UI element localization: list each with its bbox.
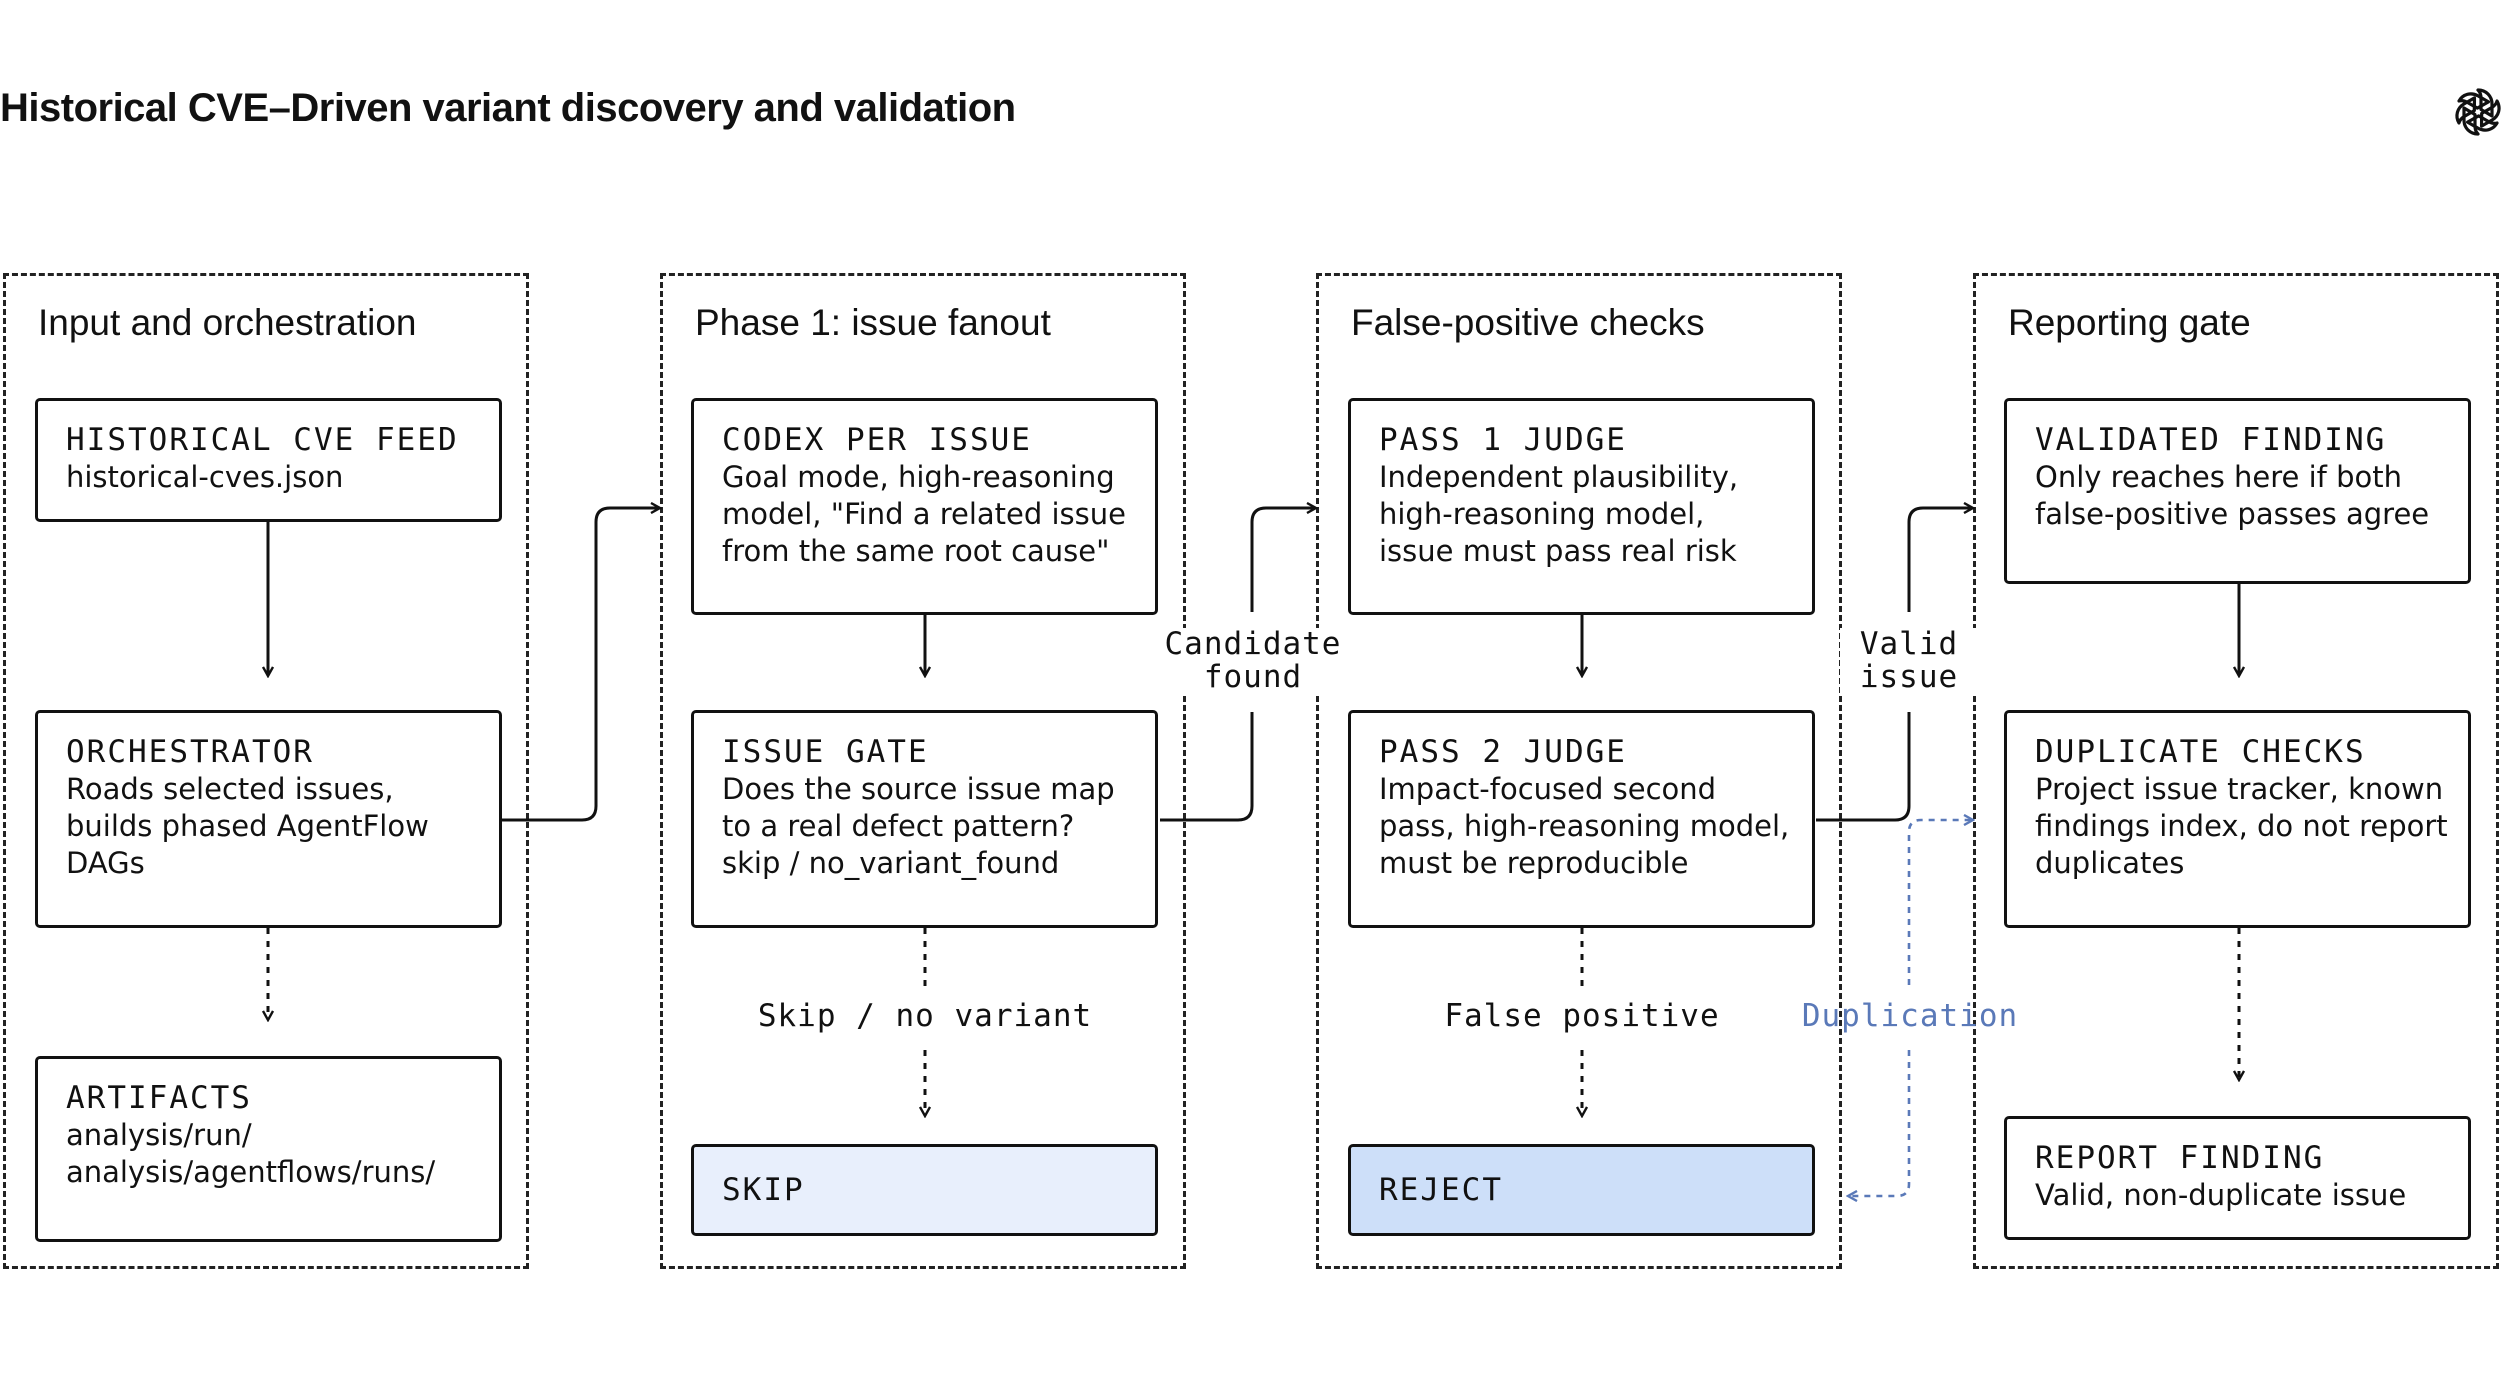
box-body-line: analysis/run/	[66, 1118, 252, 1152]
edge-label-line: issue	[1859, 659, 1959, 695]
box-pass1-judge: PASS 1 JUDGE Independent plausibility, h…	[1348, 398, 1815, 615]
edge-label-valid-issue: Valid issue	[1840, 628, 1978, 694]
box-body-line: high-reasoning model,	[1379, 497, 1705, 531]
box-body-line: Valid, non-duplicate issue	[2035, 1178, 2407, 1212]
box-body-line: Impact-focused second	[1379, 772, 1717, 806]
edge-label-line: found	[1203, 659, 1303, 695]
box-body-line: must be reproducible	[1379, 846, 1689, 880]
box-header: PASS 1 JUDGE	[1379, 422, 1627, 458]
box-header: HISTORICAL CVE FEED	[66, 422, 459, 458]
arrow-gate-to-pass1-a	[1160, 712, 1254, 822]
arrow-gate-to-pass1-b	[1250, 508, 1316, 612]
box-body-line: Does the source issue map	[722, 772, 1115, 806]
lane-false-positive-checks: False-positive checks	[1316, 273, 1842, 1269]
edge-label-false-positive: False positive	[1410, 1000, 1754, 1033]
arrow-duplication-to-duplicate-checks	[1907, 820, 1973, 985]
box-header: ARTIFACTS	[66, 1080, 252, 1116]
box-body-line: from the same root cause"	[722, 534, 1110, 568]
arrow-pass2-to-validated-b	[1907, 508, 1973, 612]
box-header: VALIDATED FINDING	[2035, 422, 2387, 458]
lane-title: Input and orchestration	[38, 302, 417, 343]
box-body-line: analysis/agentflows/runs/	[66, 1155, 436, 1189]
edge-label-skip-no-variant: Skip / no variant	[740, 1000, 1110, 1033]
box-artifacts: ARTIFACTS analysis/run/ analysis/agentfl…	[35, 1056, 502, 1242]
edge-label-candidate-found: Candidate found	[1150, 628, 1356, 694]
lane-title: Phase 1: issue fanout	[695, 302, 1051, 343]
box-body-line: DAGs	[66, 846, 145, 880]
box-duplicate-checks: DUPLICATE CHECKS Project issue tracker, …	[2004, 710, 2471, 928]
edge-label-line: Candidate	[1164, 626, 1342, 662]
box-body-line: Goal mode, high-reasoning	[722, 460, 1115, 494]
box-header: CODEX PER ISSUE	[722, 422, 1032, 458]
box-header: SKIP	[722, 1172, 805, 1208]
arrow-pass2-to-validated-a	[1816, 712, 1911, 822]
box-issue-gate: ISSUE GATE Does the source issue map to …	[691, 710, 1158, 928]
lane-phase1-issue-fanout: Phase 1: issue fanout	[660, 273, 1186, 1269]
box-body-line: duplicates	[2035, 846, 2185, 880]
box-report-finding: REPORT FINDING Valid, non-duplicate issu…	[2004, 1116, 2471, 1240]
page-title: Historical CVE–Driven variant discovery …	[0, 86, 1016, 130]
box-header: ISSUE GATE	[722, 734, 929, 770]
arrow-duplication-to-reject	[1848, 1050, 1911, 1196]
box-header: ORCHESTRATOR	[66, 734, 314, 770]
box-orchestrator: ORCHESTRATOR Roads selected issues, buil…	[35, 710, 502, 928]
box-body-line: findings index, do not report	[2035, 809, 2448, 843]
box-skip: SKIP	[691, 1144, 1158, 1236]
box-body-line: builds phased AgentFlow	[66, 809, 429, 843]
box-body-line: Project issue tracker, known	[2035, 772, 2444, 806]
box-body-line: to a real defect pattern?	[722, 809, 1075, 843]
arrow-orchestrator-to-codex	[502, 508, 660, 822]
box-codex-per-issue: CODEX PER ISSUE Goal mode, high-reasonin…	[691, 398, 1158, 615]
box-body-line: Only reaches here if both	[2035, 460, 2402, 494]
box-body-line: historical-cves.json	[66, 460, 344, 494]
box-body-line: Roads selected issues,	[66, 772, 394, 806]
box-body-line: false-positive passes agree	[2035, 497, 2430, 531]
box-body-line: model, "Find a related issue	[722, 497, 1126, 531]
box-reject: REJECT	[1348, 1144, 1815, 1236]
box-body-line: issue must pass real risk	[1379, 534, 1737, 568]
edge-label-duplication: Duplication	[1801, 998, 2019, 1034]
box-body-line: pass, high-reasoning model,	[1379, 809, 1790, 843]
box-validated-finding: VALIDATED FINDING Only reaches here if b…	[2004, 398, 2471, 584]
edge-label-line: Valid	[1859, 626, 1959, 662]
box-header: DUPLICATE CHECKS	[2035, 734, 2366, 770]
lane-reporting-gate: Reporting gate	[1973, 273, 2499, 1269]
lane-title: False-positive checks	[1351, 302, 1705, 343]
box-historical-cve-feed: HISTORICAL CVE FEED historical-cves.json	[35, 398, 502, 522]
box-header: REPORT FINDING	[2035, 1140, 2325, 1176]
box-header: REJECT	[1379, 1172, 1503, 1208]
box-header: PASS 2 JUDGE	[1379, 734, 1627, 770]
lane-title: Reporting gate	[2008, 302, 2251, 343]
openai-logo-icon	[2450, 87, 2506, 137]
box-body-line: skip / no_variant_found	[722, 846, 1060, 880]
box-body-line: Independent plausibility,	[1379, 460, 1739, 494]
lane-input-orchestration: Input and orchestration	[3, 273, 529, 1269]
box-pass2-judge: PASS 2 JUDGE Impact-focused second pass,…	[1348, 710, 1815, 928]
